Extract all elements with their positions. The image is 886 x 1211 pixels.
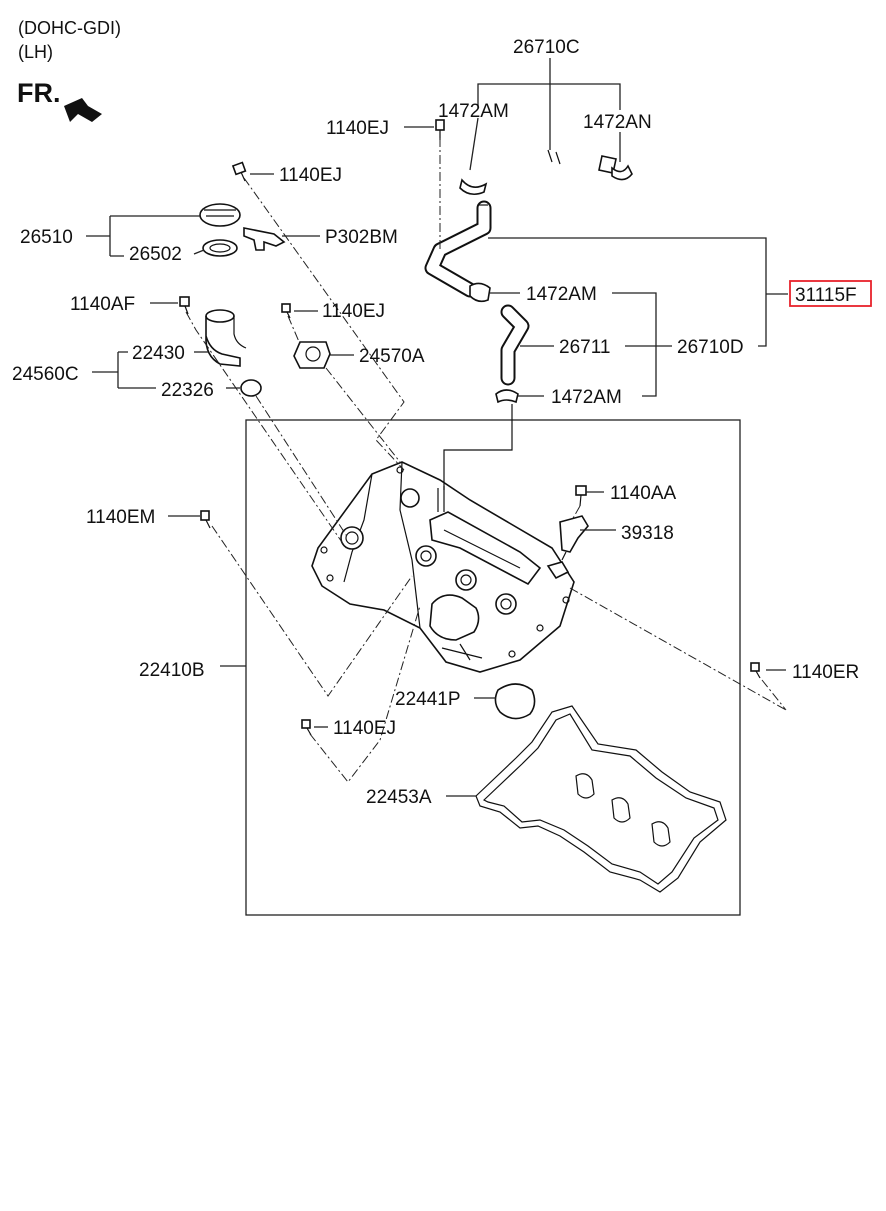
label-26710C[interactable]: 26710C — [513, 37, 580, 58]
label-26710D[interactable]: 26710D — [677, 337, 744, 358]
front-arrow-icon — [64, 98, 102, 122]
front-marker-label: FR. — [17, 78, 61, 108]
gasket-22441P — [494, 683, 536, 720]
label-1140AF[interactable]: 1140AF — [70, 294, 135, 315]
hose-clamp-1472AN — [611, 164, 633, 181]
label-22453A[interactable]: 22453A — [366, 787, 432, 808]
label-1140EJ-top[interactable]: 1140EJ — [326, 118, 389, 139]
label-1472AN[interactable]: 1472AN — [583, 112, 652, 133]
label-39318[interactable]: 39318 — [621, 523, 674, 544]
label-22410B[interactable]: 22410B — [139, 660, 205, 681]
bolt-icon-1140EJ-cap — [231, 161, 247, 182]
label-22430[interactable]: 22430 — [132, 343, 185, 364]
oil-filler-cap-26510 — [199, 203, 241, 227]
o-ring-22326 — [240, 379, 262, 397]
label-26510[interactable]: 26510 — [20, 227, 73, 248]
label-1140EJ-mid[interactable]: 1140EJ — [322, 301, 385, 322]
cap-seal-26502 — [202, 239, 238, 257]
rocker-cover-22410B — [311, 461, 575, 673]
camshaft-sensor-39318 — [559, 515, 589, 561]
bolt-icon-1140ER — [750, 662, 761, 679]
hose-clamp-1472AM-bottom — [495, 389, 519, 404]
highlight-box-31115F — [789, 280, 872, 307]
gasket-22453A — [475, 705, 727, 893]
label-22441P[interactable]: 22441P — [395, 689, 461, 710]
label-1472AM-mid[interactable]: 1472AM — [526, 284, 597, 305]
label-1140AA[interactable]: 1140AA — [610, 483, 677, 504]
label-1140ER[interactable]: 1140ER — [792, 662, 859, 683]
rocker-cover-assembly-frame — [245, 419, 741, 916]
housing-24570A — [293, 341, 331, 369]
bracket-P302BM — [243, 227, 286, 251]
label-24570A[interactable]: 24570A — [359, 346, 425, 367]
label-1472AM-top[interactable]: 1472AM — [438, 101, 509, 122]
label-26502[interactable]: 26502 — [129, 244, 182, 265]
bolt-icon-1140AA — [575, 485, 587, 507]
label-1472AM-bottom[interactable]: 1472AM — [551, 387, 622, 408]
label-1140EJ-cap[interactable]: 1140EJ — [279, 165, 342, 186]
bolt-icon-1140EM — [200, 510, 211, 529]
label-1140EM[interactable]: 1140EM — [86, 507, 155, 528]
hose-clamp-1472AM-top — [459, 178, 488, 196]
breather-hose-31115F — [424, 200, 492, 298]
breather-hose-26711 — [500, 304, 530, 386]
assembly-lines — [185, 138, 787, 783]
label-P302BM[interactable]: P302BM — [325, 227, 398, 248]
label-24560C[interactable]: 24560C — [12, 364, 79, 385]
side-label: (LH) — [18, 42, 53, 62]
engine-type-label: (DOHC-GDI) — [18, 18, 121, 38]
label-1140EJ-low[interactable]: 1140EJ — [333, 718, 396, 739]
bolt-icon-1140EJ-mid — [281, 303, 291, 319]
hose-clamp-1472AM-mid — [469, 282, 491, 303]
label-31115F[interactable]: 31115F — [795, 285, 857, 306]
bolt-icon-1140AF — [179, 296, 190, 315]
filler-neck-22430 — [205, 309, 247, 367]
leader-lines — [86, 58, 788, 797]
label-26711[interactable]: 26711 — [559, 337, 610, 358]
label-22326[interactable]: 22326 — [161, 380, 214, 401]
